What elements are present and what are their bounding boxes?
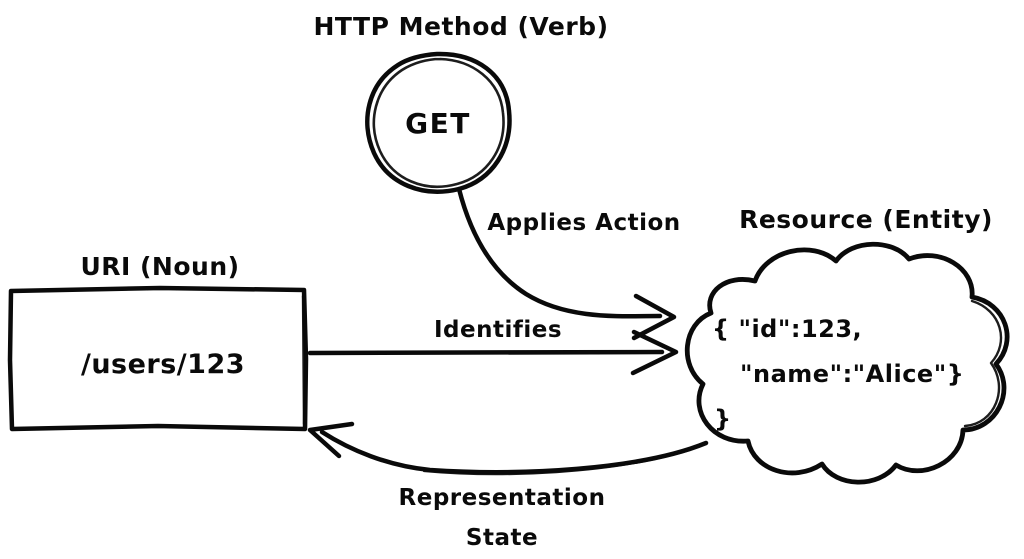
verb-circle-inner bbox=[372, 57, 505, 189]
representation-state-label-line2: State bbox=[466, 525, 538, 551]
applies-action-curve bbox=[456, 186, 663, 319]
identifies-edge: Identifies bbox=[307, 317, 679, 376]
http-method-node[interactable]: GET bbox=[365, 51, 512, 194]
applies-action-edge: Applies Action bbox=[456, 186, 680, 341]
applies-action-label: Applies Action bbox=[487, 210, 680, 236]
verb-label: GET bbox=[405, 107, 471, 140]
uri-node[interactable]: /users/123 bbox=[7, 285, 309, 432]
uri-box-edge-overlap bbox=[301, 294, 306, 426]
verb-circle-outer bbox=[365, 51, 512, 194]
uri-box-outline bbox=[7, 285, 309, 432]
resource-title: Resource (Entity) bbox=[739, 205, 993, 234]
uri-value: /users/123 bbox=[81, 349, 245, 380]
representation-state-curve bbox=[319, 429, 709, 475]
resource-json-line-3: } bbox=[714, 405, 732, 433]
representation-state-label-line1: Representation bbox=[399, 485, 606, 511]
representation-state-arrowhead bbox=[307, 421, 355, 459]
representation-state-edge: Representation State bbox=[307, 421, 709, 551]
identifies-arrowhead bbox=[630, 329, 679, 376]
uri-title: URI (Noun) bbox=[80, 252, 239, 281]
http-method-title: HTTP Method (Verb) bbox=[314, 12, 609, 41]
identifies-line bbox=[307, 349, 665, 356]
resource-cloud-overlap bbox=[963, 299, 1003, 428]
resource-cloud-outline bbox=[684, 241, 1010, 485]
resource-node[interactable]: { "id":123, "name":"Alice"} } bbox=[684, 241, 1010, 485]
resource-json-line-1: { "id":123, bbox=[712, 315, 862, 343]
resource-json-line-2: "name":"Alice"} bbox=[740, 360, 964, 388]
representation-state-overlap bbox=[422, 448, 692, 476]
identifies-label: Identifies bbox=[434, 317, 562, 343]
applies-action-arrowhead bbox=[631, 293, 677, 341]
